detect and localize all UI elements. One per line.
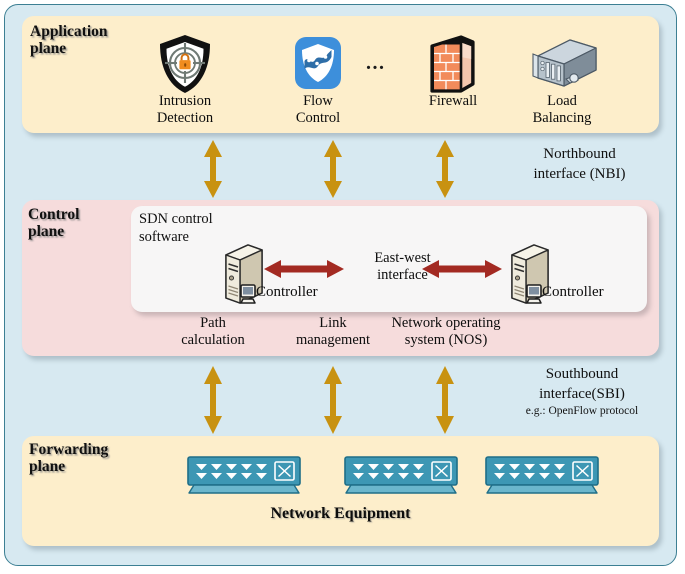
northbound-arrow-3 — [432, 140, 458, 203]
app-label-load-balancing: Load Balancing — [532, 93, 592, 126]
control-function-link-management: Link management — [295, 315, 371, 348]
controller-icon-left[interactable] — [212, 241, 274, 314]
southbound-arrow-3 — [432, 366, 458, 439]
app-icon-load-balancing[interactable] — [524, 36, 600, 97]
network-switch-1[interactable] — [186, 455, 306, 502]
network-equipment-label: Network Equipment — [270, 505, 411, 522]
app-icon-intrusion-detection[interactable] — [156, 33, 214, 100]
application-plane-title: Application plane — [30, 23, 108, 57]
control-function-network-operating-system: Network operating system (NOS) — [391, 315, 501, 348]
southbound-arrow-2 — [320, 366, 346, 439]
forwarding-plane-title: Forwarding plane — [29, 441, 109, 475]
network-switch-3[interactable] — [484, 455, 604, 502]
controller-label-left: Controller — [256, 284, 318, 300]
sdn-control-software-label: SDN control software — [139, 211, 213, 245]
eastwest-arrow-right — [422, 258, 502, 285]
eastwest-arrow-left — [264, 258, 344, 285]
network-switch-2[interactable] — [343, 455, 463, 502]
app-icon-flow-control[interactable] — [293, 35, 343, 96]
southbound-interface-sublabel: e.g.: OpenFlow protocol — [525, 405, 639, 417]
sdn-control-software-box — [131, 206, 647, 312]
app-ellipsis: ... — [366, 52, 386, 74]
controller-label-right: Controller — [542, 284, 604, 300]
app-label-flow-control: Flow Control — [295, 93, 341, 126]
eastwest-interface-label: East-west interface — [374, 250, 431, 283]
southbound-interface-label: Southbound interface(SBI) — [539, 366, 625, 402]
northbound-arrow-1 — [200, 140, 226, 203]
app-label-firewall: Firewall — [428, 93, 478, 109]
southbound-arrow-1 — [200, 366, 226, 439]
controller-icon-right[interactable] — [498, 241, 560, 314]
northbound-interface-label: Northbound interface (NBI) — [533, 146, 626, 182]
app-label-intrusion-detection: Intrusion Detection — [156, 93, 214, 126]
control-function-path-calculation: Path calculation — [181, 315, 245, 348]
control-plane-title: Control plane — [28, 206, 80, 240]
northbound-arrow-2 — [320, 140, 346, 203]
app-icon-firewall[interactable] — [427, 34, 477, 101]
